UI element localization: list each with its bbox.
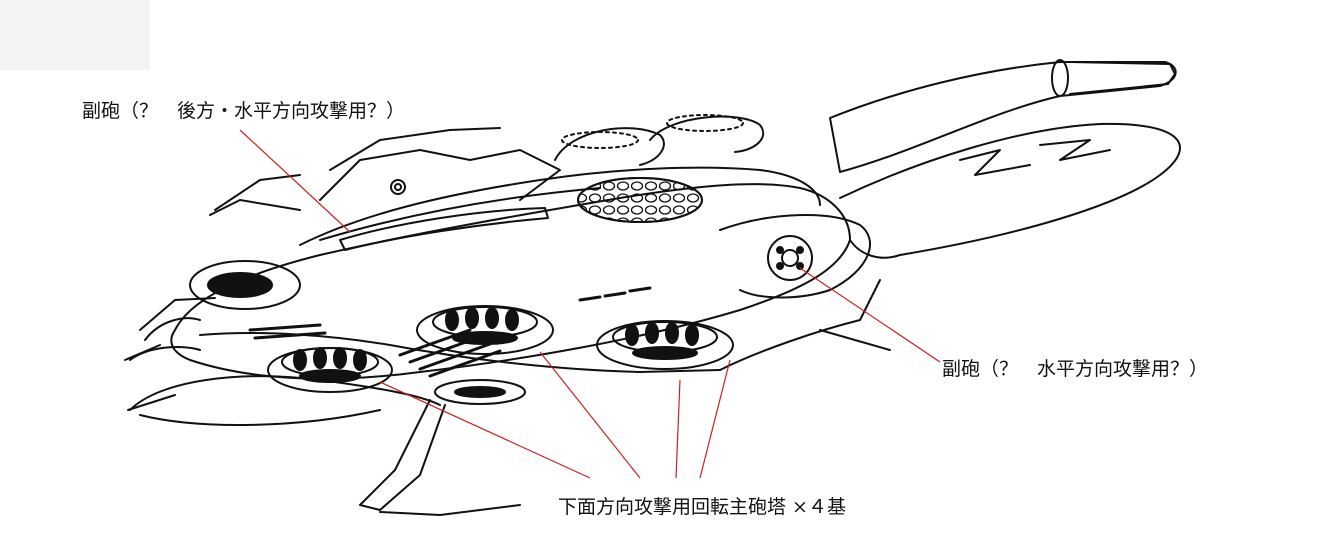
- leader-upper-gun: [239, 129, 351, 233]
- leader-turret-4: [699, 359, 731, 479]
- lower-turret-2: [416, 305, 554, 355]
- lower-turret-4: [434, 379, 526, 405]
- lower-turret-3: [596, 320, 734, 370]
- leader-turret-2: [539, 351, 641, 479]
- side-gun-turret: [767, 235, 813, 281]
- lower-cannon: [839, 122, 1181, 256]
- label-lower-turrets: 下面方向攻撃用回転主砲塔 ×４基: [558, 496, 846, 518]
- leader-side-gun: [799, 267, 941, 363]
- leader-turret-1: [379, 381, 591, 479]
- label-upper-secondary-gun: 副砲（？ 後方・水平方向攻撃用？）: [82, 100, 406, 122]
- scan-shadow: [0, 0, 150, 70]
- label-side-secondary-gun: 副砲（？ 水平方向攻撃用？）: [942, 358, 1209, 380]
- leader-turret-3: [675, 379, 681, 479]
- bridge-tower: [319, 149, 561, 201]
- leader-lines: [239, 129, 941, 479]
- lower-strut: [359, 399, 446, 511]
- lower-turret-1: [267, 347, 393, 393]
